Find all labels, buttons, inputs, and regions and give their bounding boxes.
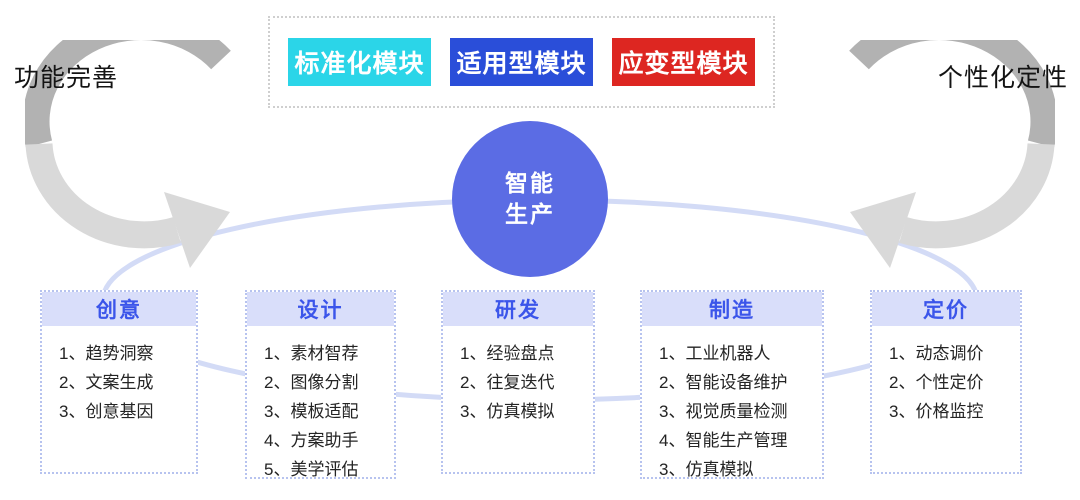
stage-box-rnd: 研发 1、经验盘点 2、往复迭代 3、仿真模拟 <box>441 290 595 474</box>
chip-applicable-module: 适用型模块 <box>450 38 593 86</box>
stage-item-list: 1、素材智荐 2、图像分割 3、模板适配 4、方案助手 5、美学评估 <box>247 326 394 484</box>
stage-title: 定价 <box>872 292 1020 326</box>
stage-list-item: 1、素材智荐 <box>264 344 359 363</box>
stage-list-item: 3、模板适配 <box>264 402 359 421</box>
stage-list-item: 4、方案助手 <box>264 431 359 450</box>
stage-list-item: 3、价格监控 <box>889 402 984 421</box>
stage-title: 制造 <box>642 292 822 326</box>
stage-list-item: 3、仿真模拟 <box>460 402 555 421</box>
center-circle-line2: 生产 <box>505 201 555 227</box>
center-circle: 智能 生产 <box>452 121 608 277</box>
stage-title: 创意 <box>42 292 196 326</box>
module-legend-box: 标准化模块 适用型模块 应变型模块 <box>268 16 775 108</box>
stage-box-creative: 创意 1、趋势洞察 2、文案生成 3、创意基因 <box>40 290 198 474</box>
stage-list-item: 2、个性定价 <box>889 373 984 392</box>
stage-box-pricing: 定价 1、动态调价 2、个性定价 3、价格监控 <box>870 290 1022 474</box>
stage-list-item: 2、图像分割 <box>264 373 359 392</box>
stage-list-item: 5、美学评估 <box>264 460 359 479</box>
stage-list-item: 3、创意基因 <box>59 402 154 421</box>
center-circle-line1: 智能 <box>505 170 555 196</box>
curved-arrow-right-icon <box>849 40 1055 268</box>
stage-item-list: 1、动态调价 2、个性定价 3、价格监控 <box>872 326 1020 426</box>
stage-list-item: 1、趋势洞察 <box>59 344 154 363</box>
stage-title: 研发 <box>443 292 593 326</box>
stage-list-item: 2、智能设备维护 <box>659 373 788 392</box>
stage-item-list: 1、经验盘点 2、往复迭代 3、仿真模拟 <box>443 326 593 426</box>
chip-adaptive-module: 应变型模块 <box>612 38 755 86</box>
stage-list-item: 1、工业机器人 <box>659 344 771 363</box>
stage-list-item: 2、文案生成 <box>59 373 154 392</box>
left-side-label: 功能完善 <box>14 64 119 92</box>
stage-list-item: 1、动态调价 <box>889 344 984 363</box>
stage-list-item: 2、往复迭代 <box>460 373 555 392</box>
stage-list-item: 4、智能生产管理 <box>659 431 788 450</box>
right-side-label: 个性化定性 <box>938 64 1069 92</box>
stage-list-item: 3、仿真模拟 <box>659 460 754 479</box>
stage-item-list: 1、工业机器人 2、智能设备维护 3、视觉质量检测 4、智能生产管理 3、仿真模拟 <box>642 326 822 484</box>
stage-title: 设计 <box>247 292 394 326</box>
stage-list-item: 1、经验盘点 <box>460 344 555 363</box>
chip-standard-module: 标准化模块 <box>288 38 431 86</box>
curved-arrow-left-icon <box>25 40 231 268</box>
stage-item-list: 1、趋势洞察 2、文案生成 3、创意基因 <box>42 326 196 426</box>
stage-list-item: 3、视觉质量检测 <box>659 402 788 421</box>
stage-box-design: 设计 1、素材智荐 2、图像分割 3、模板适配 4、方案助手 5、美学评估 <box>245 290 396 479</box>
stage-box-manufacturing: 制造 1、工业机器人 2、智能设备维护 3、视觉质量检测 4、智能生产管理 3、仿真模拟 <box>640 290 824 479</box>
